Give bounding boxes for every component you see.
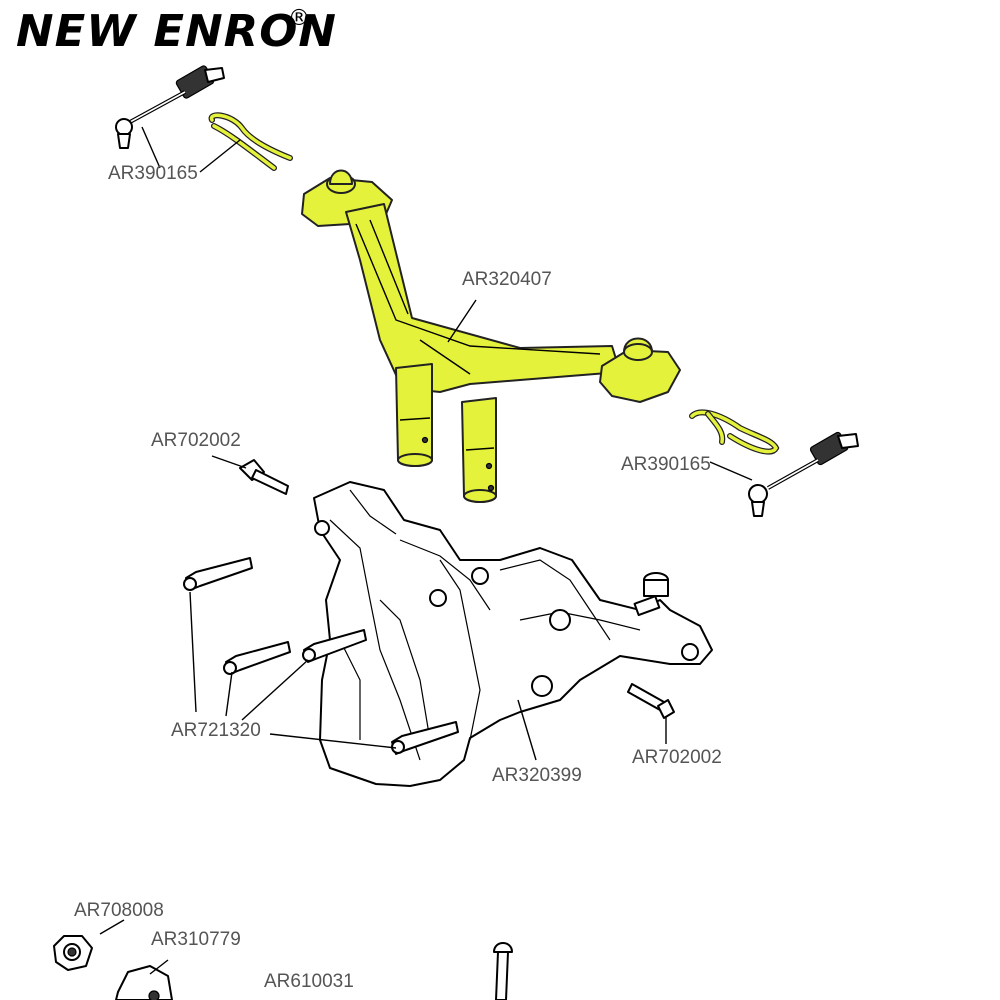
- bolts-drawing: [183, 557, 459, 755]
- leader-lines: [99, 126, 753, 975]
- hex-hub-drawing: [115, 965, 173, 1000]
- body-clip-top-drawing: [208, 112, 293, 171]
- label-hex-hub: AR310779: [151, 929, 241, 950]
- servo-link-top-drawing: [115, 65, 225, 149]
- label-servo-link-top: AR390165: [108, 163, 198, 184]
- body-post-mount-drawing: [301, 169, 681, 503]
- label-screw-top: AR702002: [151, 430, 241, 451]
- body-clip-right-drawing: [689, 409, 780, 455]
- label-servo-link-right: AR390165: [621, 454, 711, 475]
- shock-tower-drawing: [313, 481, 713, 787]
- bottom-screw-drawing: [493, 942, 513, 1000]
- label-screw-right: AR702002: [632, 747, 722, 768]
- servo-link-right-drawing: [748, 431, 859, 517]
- screw-top-drawing: [239, 459, 289, 495]
- label-body-post-mount: AR320407: [462, 269, 552, 290]
- label-bolts: AR721320: [171, 720, 261, 741]
- label-shock-tower: AR320399: [492, 765, 582, 786]
- label-flange-nut: AR708008: [74, 900, 164, 921]
- flange-nut-drawing: [53, 935, 93, 971]
- screw-right-drawing: [627, 683, 675, 719]
- label-bottom-screw: AR610031: [264, 971, 354, 992]
- registered-mark: ®: [288, 6, 310, 31]
- brand-logo: NEW ENRON: [16, 6, 338, 57]
